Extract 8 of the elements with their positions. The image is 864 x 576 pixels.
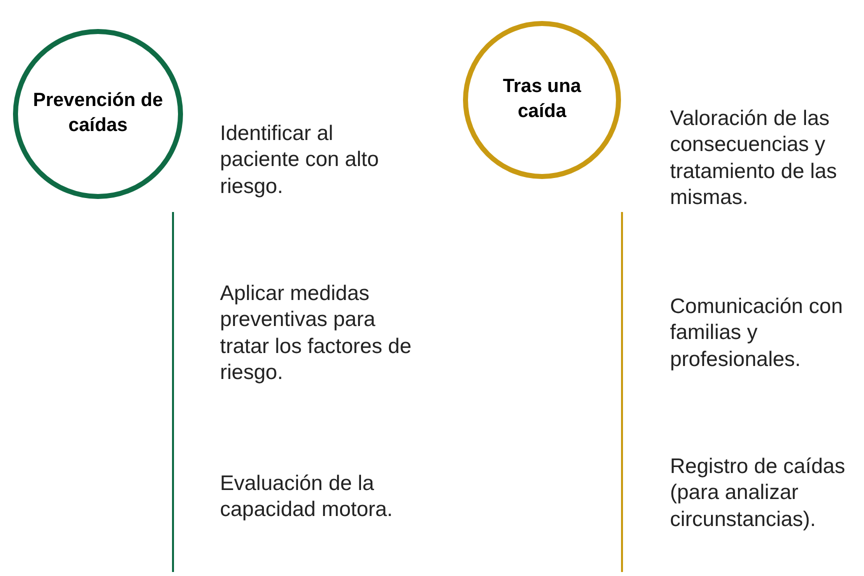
step-text: Evaluación de la capacidad motora. xyxy=(220,471,394,524)
step-text: Comunicación con familias y profesionales. xyxy=(670,294,844,372)
step-text: Identificar al paciente con alto riesgo. xyxy=(220,121,380,200)
step-text: Valoración de las consecuencias y tratamiento de las mismas. xyxy=(670,106,838,211)
circle-title: Prevención de caídas xyxy=(33,89,163,138)
step-text: Aplicar medidas preventivas para tratar los factores de riesgo. xyxy=(220,281,412,386)
circle-title: Tras una caída xyxy=(502,75,582,124)
step-text: Registro de caídas (para analizar circunstancias). xyxy=(670,454,846,532)
